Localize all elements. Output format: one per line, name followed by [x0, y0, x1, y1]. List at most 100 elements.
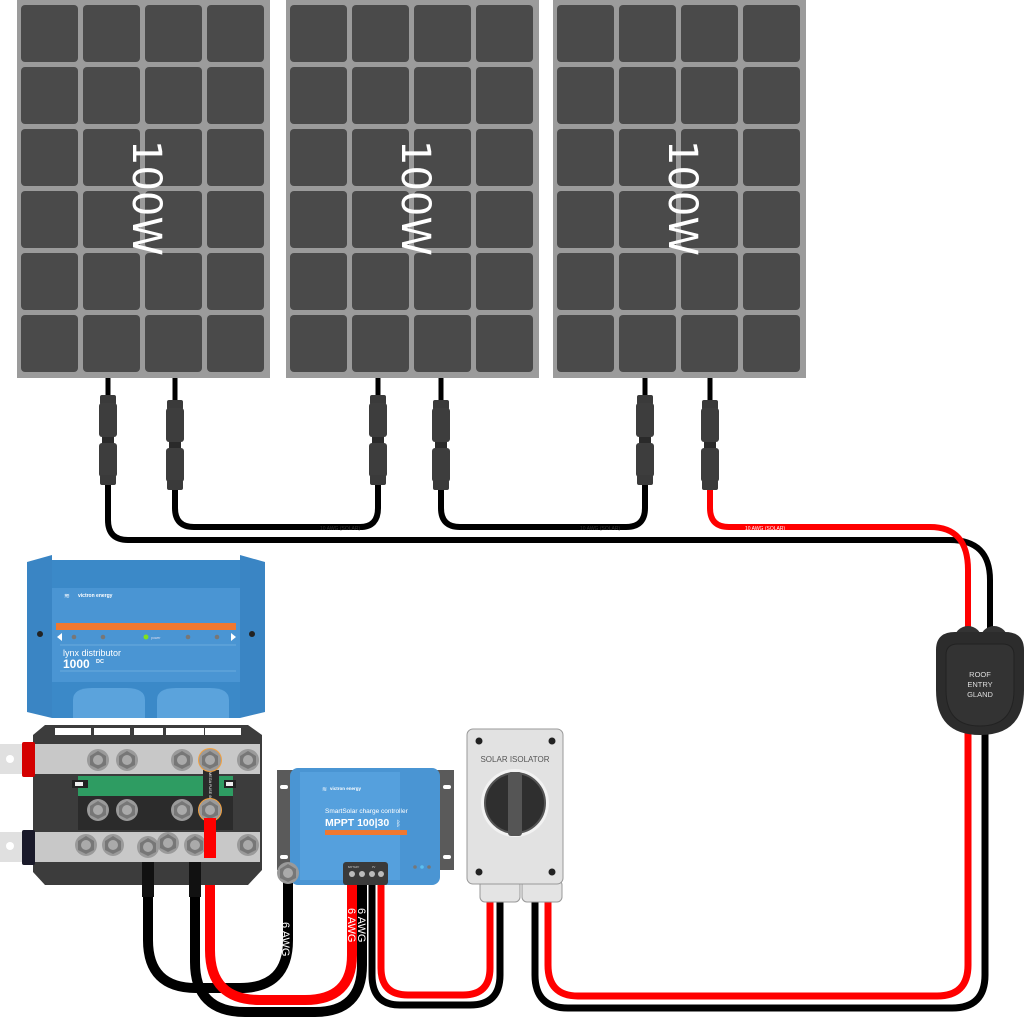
arrow-left-icon	[57, 633, 62, 641]
ground-lug	[277, 862, 299, 884]
solar-cell	[145, 253, 202, 310]
positive-terminal-cap	[22, 742, 35, 777]
negative-terminal-cap	[22, 830, 35, 865]
mc4-connector-icon	[701, 400, 719, 490]
negative-busbar	[0, 832, 260, 862]
gland-label-line2: ENTRY	[967, 680, 992, 689]
panel-wattage: 100W	[659, 140, 705, 256]
solar-cell	[21, 67, 78, 124]
solar-cell	[414, 191, 471, 248]
solar-cell	[352, 315, 409, 372]
gland-label-line3: GLAND	[967, 690, 993, 699]
roof-entry-gland: ROOF ENTRY GLAND	[936, 626, 1024, 735]
solar-cell	[681, 253, 738, 310]
led-icon	[100, 634, 106, 640]
solar-cell	[207, 315, 264, 372]
mc4-connector-icon	[369, 395, 387, 485]
solar-cell	[21, 129, 78, 186]
mppt-charge-controller: victron energy ≋ SmartSolar charge contr…	[277, 768, 454, 885]
solar-cell	[476, 253, 533, 310]
mc4-connectors	[99, 378, 719, 490]
lynx-distributor: victron energy ≋ power lynx distributor …	[27, 555, 265, 718]
solar-cell	[743, 67, 800, 124]
solar-cell	[207, 129, 264, 186]
wire-isolator-positive	[377, 881, 494, 999]
mppt-brand: victron energy	[330, 786, 362, 791]
solar-cell	[476, 191, 533, 248]
pcb	[78, 776, 233, 796]
panel-wattage: 100W	[392, 140, 438, 256]
solar-cell	[557, 67, 614, 124]
solar-cell	[207, 67, 264, 124]
gland-label-line1: ROOF	[969, 670, 991, 679]
solar-cell	[290, 253, 347, 310]
solar-cell	[619, 129, 676, 186]
solar-cell	[207, 5, 264, 62]
wire-gland-negative	[531, 721, 989, 1012]
solar-cell	[743, 5, 800, 62]
lynx-busbar: MEGA FUSE 60A	[0, 725, 262, 885]
solar-cell	[557, 315, 614, 372]
solar-cell	[619, 315, 676, 372]
power-led-icon	[143, 634, 149, 640]
solar-cell	[352, 5, 409, 62]
solar-cell	[21, 5, 78, 62]
wires	[105, 467, 993, 1017]
terminal-label-pv: PV	[372, 866, 376, 869]
led-icon	[71, 634, 77, 640]
solar-cell	[414, 315, 471, 372]
cable-label-string-2: 10 AWG (SOLAR)	[580, 526, 620, 532]
solar-cell	[83, 315, 140, 372]
solar-cell	[145, 129, 202, 186]
victron-logo-icon: ≋	[322, 787, 327, 793]
solar-cell	[414, 67, 471, 124]
led-label-power: power	[151, 636, 161, 640]
solar-cell	[145, 5, 202, 62]
solar-cell	[83, 67, 140, 124]
isolator-handle[interactable]	[508, 772, 522, 836]
solar-cell	[476, 315, 533, 372]
solar-cell	[207, 191, 264, 248]
solar-cell	[557, 191, 614, 248]
orange-stripe	[56, 623, 236, 630]
awg-label-ground: 6 AWG	[279, 922, 291, 956]
solar-cell	[681, 5, 738, 62]
solar-cell	[145, 67, 202, 124]
lynx-model-suffix: DC	[96, 659, 104, 665]
solar-cell	[681, 191, 738, 248]
solar-cell	[414, 5, 471, 62]
solar-isolator[interactable]: SOLAR ISOLATOR	[466, 728, 564, 903]
mc4-connector-icon	[99, 395, 117, 485]
solar-panel-2: 100W	[286, 0, 539, 378]
solar-cell	[743, 129, 800, 186]
terminal-block	[343, 862, 388, 885]
solar-cell	[207, 253, 264, 310]
wire-panel3-positive	[707, 467, 971, 643]
solar-cell	[290, 191, 347, 248]
orange-stripe	[325, 830, 407, 835]
lynx-product: lynx distributor	[63, 648, 121, 658]
solar-cell	[619, 253, 676, 310]
solar-cell	[290, 5, 347, 62]
wire-panel1-to-panel2	[172, 467, 381, 530]
wire-panel1-negative	[105, 467, 993, 643]
solar-cell	[619, 5, 676, 62]
isolator-label: SOLAR ISOLATOR	[480, 755, 549, 764]
solar-cell	[145, 315, 202, 372]
awg-label-positive: 6 AWG	[345, 908, 357, 942]
solar-cell	[476, 129, 533, 186]
led-icon	[185, 634, 191, 640]
solar-cell	[352, 253, 409, 310]
solar-cell	[352, 129, 409, 186]
mppt-model: MPPT 100|30	[325, 817, 389, 829]
wire-gland-positive	[544, 721, 972, 1000]
mppt-product: SmartSolar charge controller	[325, 808, 409, 815]
wire-isolator-negative	[368, 881, 504, 1009]
solar-cell	[557, 129, 614, 186]
solar-cell	[352, 191, 409, 248]
lynx-model: 1000	[63, 657, 90, 671]
solar-cell	[83, 191, 140, 248]
panel-wattage: 100W	[123, 140, 169, 256]
solar-cell	[476, 67, 533, 124]
